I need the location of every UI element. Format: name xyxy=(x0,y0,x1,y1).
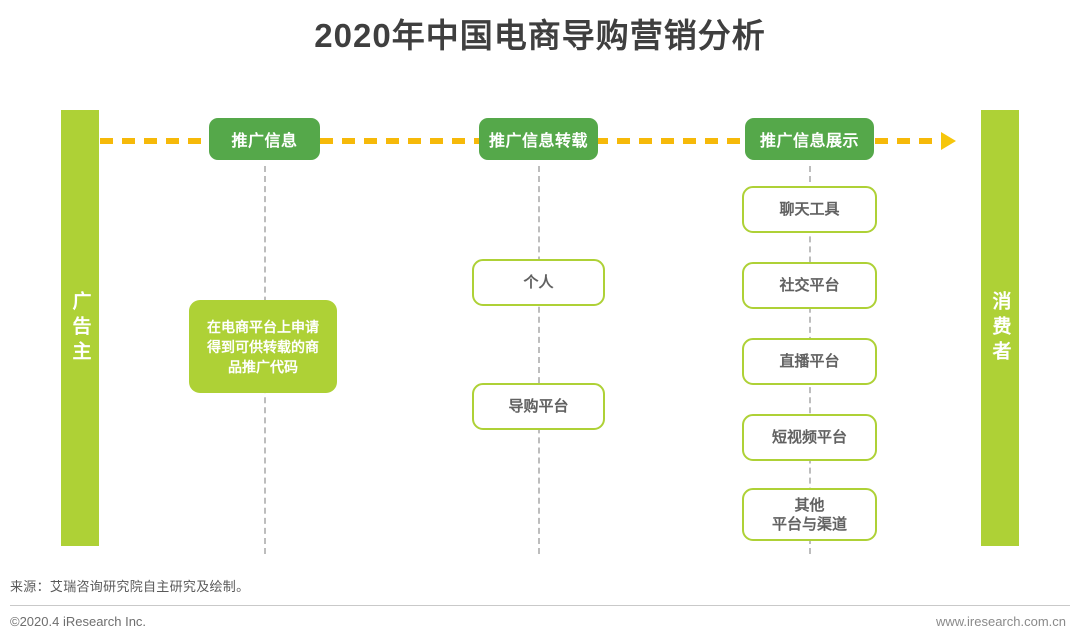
actor-bar-consumer: 消费者 xyxy=(981,110,1019,546)
footer-divider xyxy=(10,605,1070,606)
stage-header-promotion-display[interactable]: 推广信息展示 xyxy=(745,118,874,160)
node-other-line-2: 平台与渠道 xyxy=(771,515,847,533)
node-social-platform[interactable]: 社交平台 xyxy=(742,262,877,309)
source-note: 来源：艾瑞咨询研究院自主研究及绘制。 xyxy=(10,579,250,594)
actor-bar-advertiser: 广告主 xyxy=(61,110,99,546)
node-shopping-guide-platform[interactable]: 导购平台 xyxy=(472,383,605,430)
flow-dashed-segment-2 xyxy=(320,138,485,144)
flow-dashed-segment-4 xyxy=(875,138,943,144)
stem-dashed-stage-2 xyxy=(538,166,540,554)
flow-dashed-segment-1 xyxy=(100,138,210,144)
stage-header-promotion-repost[interactable]: 推广信息转载 xyxy=(479,118,598,160)
actor-bar-advertiser-label: 广告主 xyxy=(69,290,91,366)
page-title: 2020年中国电商导购营销分析 xyxy=(314,17,766,54)
node-short-video-platform[interactable]: 短视频平台 xyxy=(742,414,877,461)
flow-dashed-segment-3 xyxy=(595,138,745,144)
node-individual[interactable]: 个人 xyxy=(472,259,605,306)
node-other-line-1: 其他 xyxy=(794,496,825,514)
node-promo-code-description[interactable]: 在电商平台上申请得到可供转载的商品推广代码 xyxy=(189,300,337,393)
copyright-text: ©2020.4 iResearch Inc. xyxy=(10,614,147,629)
node-other-platforms-channels[interactable]: 其他 平台与渠道 xyxy=(742,488,877,541)
stage-header-promotion-info[interactable]: 推广信息 xyxy=(209,118,320,160)
node-livestream-platform[interactable]: 直播平台 xyxy=(742,338,877,385)
actor-bar-consumer-label: 消费者 xyxy=(989,290,1011,366)
website-link[interactable]: www.iresearch.com.cn xyxy=(935,614,1066,629)
node-chat-tool[interactable]: 聊天工具 xyxy=(742,186,877,233)
flow-arrow-icon xyxy=(941,132,956,150)
